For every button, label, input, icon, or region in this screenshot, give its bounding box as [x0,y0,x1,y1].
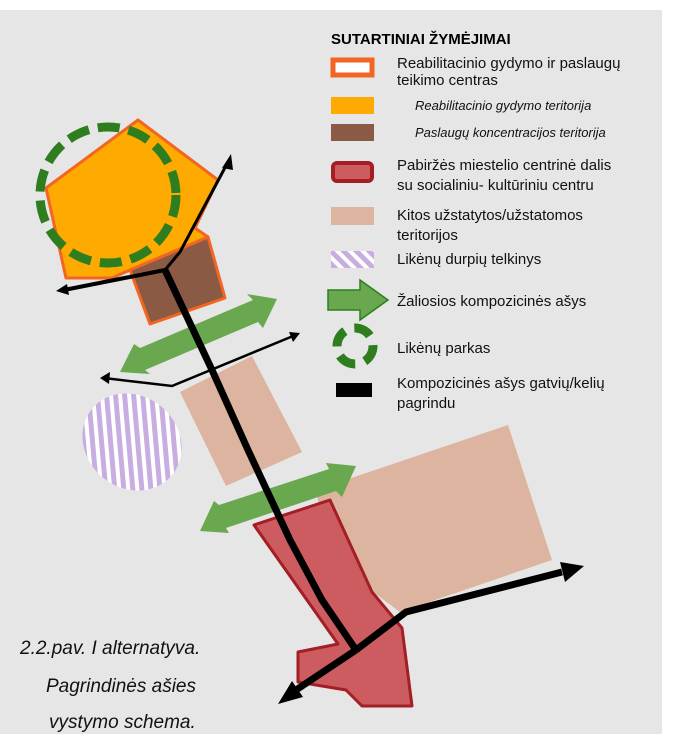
legend-services-territory-label: Paslaugų koncentracijos teritorija [415,125,606,140]
legend-green-axis-symbol [327,278,390,322]
road-axis-main [161,268,359,652]
legend-green-axis-label: Žaliosios kompozicinės ašys [397,293,586,310]
road-axis-northeast [163,161,230,271]
legend-built-up-label-1: Kitos užstatytos/užstatomos [397,207,583,224]
road-axis-west-arrowhead [56,284,69,295]
figure-caption-line-3: vystymo schema. [49,712,196,733]
green-axis-lower [200,463,356,533]
legend-peat-label: Likėnų durpių telkinys [397,251,541,268]
road-axis-cross [103,332,299,388]
likenai-park [35,122,181,268]
road-axis-southwest [294,647,358,693]
figure-caption-line-1: 2.2.pav. I alternatyva. [19,638,200,659]
legend-built-up-symbol [331,207,374,225]
legend-center-symbol [331,161,374,183]
legend-built-up-label-2: teritorijos [397,227,458,244]
road-axis-southwest-arrowhead [278,681,303,704]
legend-services-territory-symbol [331,124,374,141]
legend-road-axis-symbol [336,383,372,397]
road-axis-west [63,268,166,292]
legend-peat-symbol [331,251,374,268]
legend-road-axis-label-1: Kompozicinės ašys gatvių/kelių [397,375,605,392]
legend-center-label-1: Pabiržės miestelio centrinė dalis [397,157,611,174]
rehabilitation-territory [44,118,220,280]
legend-rehab-centre-label-1: Reabilitacinio gydymo ir paslaugų [397,55,620,72]
legend-rehab-territory-label: Reabilitacinio gydymo teritorija [415,98,591,113]
legend-rehab-centre-label-2: teikimo centras [397,72,498,89]
figure-caption-line-2: Pagrindinės ašies [46,676,196,697]
legend-rehab-centre-symbol [330,57,375,78]
legend-center-label-2: su socialiniu- kultūriniu centru [397,177,594,194]
legend-park-symbol [332,323,378,369]
road-axis-cross-arrowhead-east [289,332,300,342]
legend-rehab-territory-symbol [331,97,374,114]
road-axis-cross-arrowhead-west [100,372,110,384]
road-axis-northeast-arrowhead [222,154,233,170]
road-axis-southeast [353,568,563,653]
legend-title: SUTARTINIAI ŽYMĖJIMAI [331,30,511,48]
built-up-territory-large [316,425,552,612]
built-up-territory-middle [180,356,302,486]
legend-road-axis-label-2: pagrindu [397,395,455,412]
legend-park-label: Likėnų parkas [397,340,490,357]
peat-deposit [82,393,182,491]
road-axis-southeast-arrowhead [560,562,584,582]
